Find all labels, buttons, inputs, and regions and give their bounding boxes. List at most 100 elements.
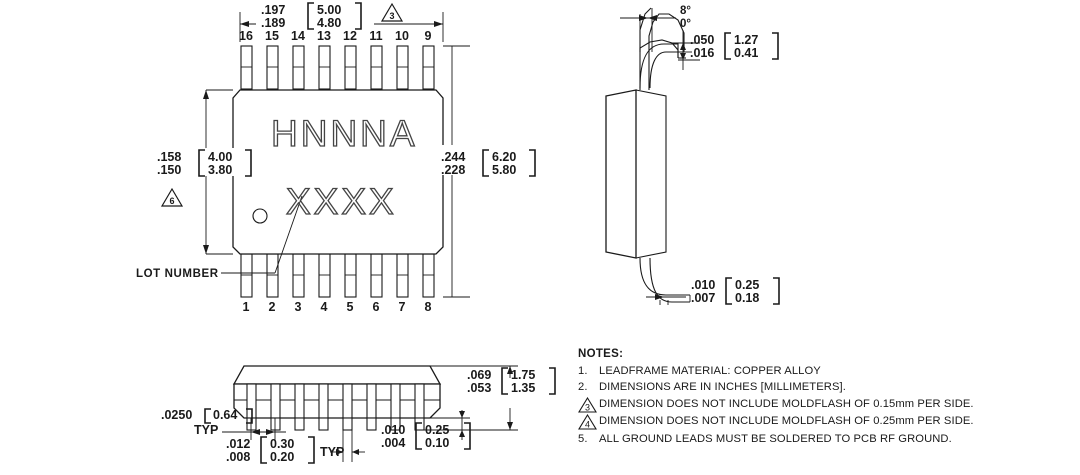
- body-marking-line-2: XXXX: [286, 181, 397, 222]
- note-text: ALL GROUND LEADS MUST BE SOLDERED TO PCB…: [599, 432, 952, 445]
- body-width-inch-max: .197: [261, 3, 285, 17]
- lead-thick-bracket-right: [773, 277, 780, 305]
- top-pins-group: [240, 45, 435, 90]
- pin-number-2: 2: [269, 300, 276, 314]
- standoff-inch-min: .004: [381, 436, 405, 450]
- lead-foot-mm-max: 1.27: [734, 33, 758, 47]
- body-width-mm-min: 4.80: [317, 16, 341, 30]
- pin-number-3: 3: [295, 300, 302, 314]
- standoff-inch-max: .010: [381, 423, 405, 437]
- note-number: 2.: [578, 381, 588, 394]
- body-height-mm-max: 4.00: [208, 150, 232, 164]
- height-bracket-left: [198, 149, 205, 177]
- overall-bracket-left: [482, 149, 489, 177]
- pin-number-12: 12: [343, 29, 357, 43]
- lead-thickness-mm-max: 0.25: [735, 278, 759, 292]
- lead-thickness-inch-max: .010: [691, 278, 715, 292]
- svg-text:3: 3: [389, 11, 394, 21]
- lead-thickness-inch-min: .007: [691, 291, 715, 305]
- side-body-outline: [605, 89, 637, 259]
- pin-number-13: 13: [317, 29, 331, 43]
- note-item-3: 3 DIMENSION DOES NOT INCLUDE MOLDFLASH O…: [578, 396, 998, 413]
- notes-block: NOTES: 1. LEADFRAME MATERIAL: COPPER ALL…: [578, 348, 998, 449]
- lead-angle-max: 8°: [680, 5, 691, 17]
- pin-number-9: 9: [425, 29, 432, 43]
- pkg-height-bracket-left: [501, 367, 508, 395]
- pitch-bracket-right: [246, 408, 253, 424]
- note-ref-triangle-6: 6: [160, 187, 184, 207]
- lead-foot-dimension-group: [672, 30, 700, 70]
- pin-number-15: 15: [265, 29, 279, 43]
- lead-foot-inch-max: .050: [690, 33, 714, 47]
- standoff-mm-min: 0.10: [425, 436, 449, 450]
- note-item-5: 5. ALL GROUND LEADS MUST BE SOLDERED TO …: [578, 433, 998, 446]
- package-body-outline: [232, 89, 444, 255]
- body-width-mm-max: 5.00: [317, 3, 341, 17]
- lead-thickness-dimension-group: [646, 294, 686, 305]
- standoff-bracket-left: [415, 422, 422, 450]
- front-lead-feet: [246, 417, 425, 431]
- svg-text:6: 6: [169, 196, 174, 206]
- lead-width-bracket-left: [260, 436, 267, 464]
- lead-angle-min: 0°: [680, 18, 691, 30]
- lead-pitch-dimension-group: [222, 418, 286, 440]
- front-view-group: [222, 365, 540, 462]
- overall-height-mm-max: 6.20: [492, 150, 516, 164]
- lot-number-label: LOT NUMBER: [136, 268, 219, 280]
- note-text: DIMENSION DOES NOT INCLUDE MOLDFLASH OF …: [599, 397, 974, 410]
- pin-number-7: 7: [399, 300, 406, 314]
- pin-number-4: 4: [321, 300, 328, 314]
- lead-width-mm-max: 0.30: [270, 437, 294, 451]
- note-item-2: 2. DIMENSIONS ARE IN INCHES [MILLIMETERS…: [578, 381, 998, 394]
- top-view-group: [150, 4, 547, 298]
- note-triangle-icon: 4: [578, 414, 599, 430]
- body-marking-line-1: HNNNA: [271, 113, 418, 154]
- lead-foot-bracket-right: [772, 32, 779, 60]
- package-height-mm-min: 1.35: [511, 381, 535, 395]
- note-text: DIMENSION DOES NOT INCLUDE MOLDFLASH OF …: [599, 415, 974, 428]
- body-width-dimension-group: [239, 4, 444, 42]
- standoff-bracket-right: [464, 422, 471, 450]
- body-height-dimension-group: [150, 89, 238, 255]
- note-text: LEADFRAME MATERIAL: COPPER ALLOY: [599, 365, 821, 377]
- lead-width-inch-max: .012: [226, 437, 250, 451]
- pin-number-1: 1: [243, 300, 250, 314]
- lead-foot-mm-min: 0.41: [734, 46, 758, 60]
- lead-width-typ: TYP: [320, 445, 344, 459]
- package-height-mm-max: 1.75: [511, 368, 535, 382]
- lead-thickness-mm-min: 0.18: [735, 291, 759, 305]
- width-bracket-left: [307, 2, 314, 30]
- lead-width-mm-min: 0.20: [270, 450, 294, 464]
- standoff-dimension-group: [424, 410, 470, 440]
- standoff-mm-max: 0.25: [425, 423, 449, 437]
- bottom-lead-profile: [639, 257, 690, 296]
- body-width-inch-min: .189: [261, 16, 285, 30]
- overall-bracket-right: [529, 149, 536, 177]
- package-height-inch-min: .053: [467, 381, 491, 395]
- note-number: 5.: [578, 432, 588, 445]
- overall-height-inch-max: .244: [441, 150, 465, 164]
- overall-height-inch-min: .228: [441, 163, 465, 177]
- overall-height-dimension-group: [437, 45, 547, 298]
- body-height-inch-min: .150: [157, 163, 181, 177]
- lead-width-dimension-group: [330, 430, 365, 462]
- front-body-outline: [232, 365, 442, 385]
- lead-thick-bracket-left: [725, 277, 732, 305]
- pin-number-6: 6: [373, 300, 380, 314]
- side-view-group: [605, 7, 700, 305]
- lead-pitch-mm: 0.64: [213, 408, 237, 422]
- overall-height-mm-min: 5.80: [492, 163, 516, 177]
- pitch-bracket-left: [204, 408, 211, 424]
- lead-width-bracket-right: [308, 436, 315, 464]
- lead-foot-inch-min: .016: [690, 46, 714, 60]
- width-bracket-right: [355, 2, 362, 30]
- note-number: 3: [585, 402, 590, 412]
- height-bracket-right: [245, 149, 252, 177]
- note-number: 4: [585, 420, 590, 430]
- lead-angle-dimension-group: [620, 8, 676, 60]
- package-height-dimension-group: [430, 365, 540, 431]
- body-height-inch-max: .158: [157, 150, 181, 164]
- note-item-1: 1. LEADFRAME MATERIAL: COPPER ALLOY: [578, 365, 998, 378]
